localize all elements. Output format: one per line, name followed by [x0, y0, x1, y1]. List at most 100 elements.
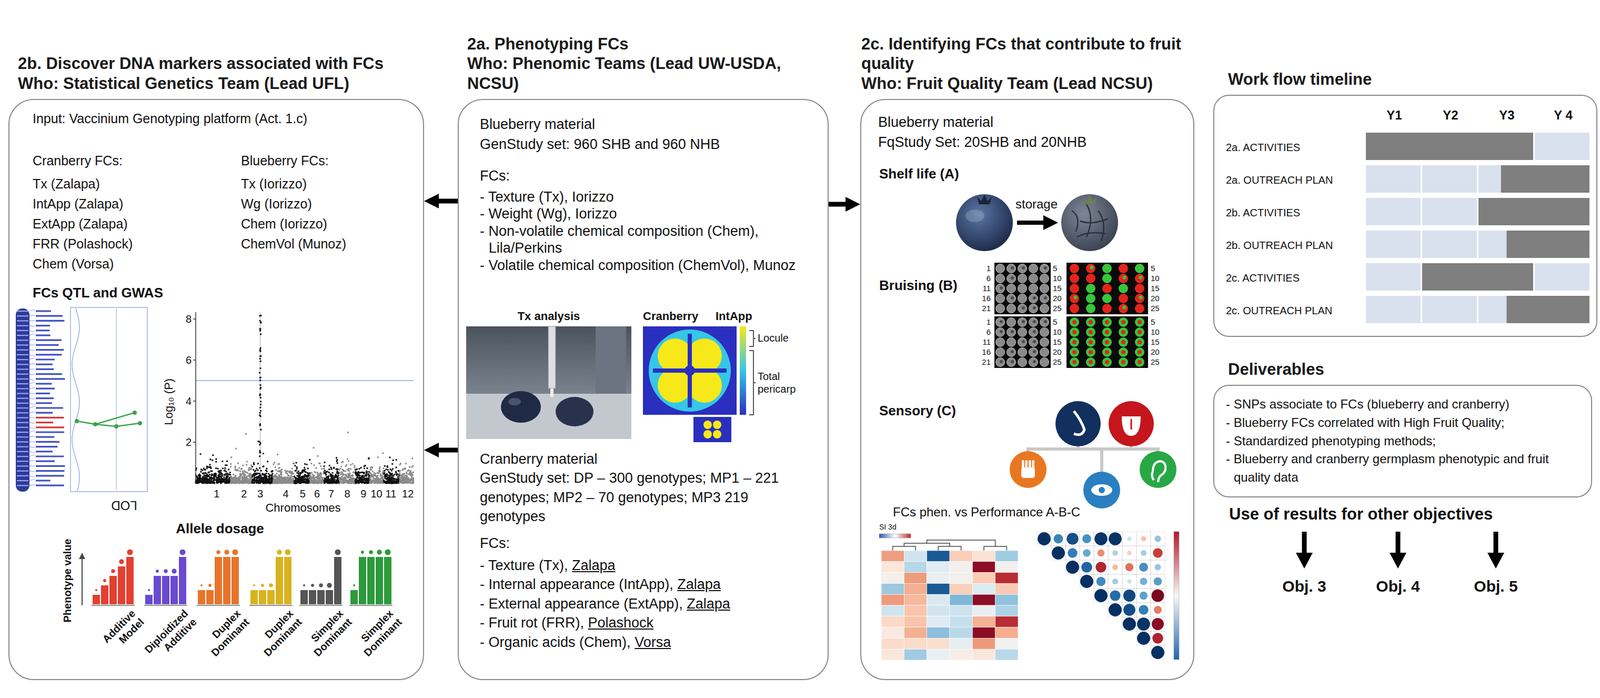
- marker-link: [29, 451, 35, 454]
- snp-point: [254, 473, 256, 476]
- snp-point: [297, 470, 299, 472]
- snp-point: [313, 464, 315, 466]
- chromosome-band: [16, 411, 29, 414]
- snp-point: [213, 474, 215, 477]
- snp-point: [207, 474, 210, 477]
- chromosome-band: [16, 431, 29, 433]
- snp-point: [252, 468, 255, 471]
- snp-point: [319, 465, 322, 467]
- snp-point: [210, 474, 213, 477]
- snp-point: [270, 479, 273, 481]
- snp-point: [287, 474, 290, 477]
- marker-link: [29, 378, 35, 381]
- marker-link: [29, 430, 35, 432]
- snp-point: [292, 472, 295, 475]
- snp-point: [278, 466, 280, 469]
- snp-point: [328, 471, 330, 474]
- snp-point: [239, 479, 241, 481]
- snp-point: [240, 477, 243, 479]
- snp-point: [304, 474, 306, 476]
- snp-point: [276, 453, 279, 456]
- marker-name: [35, 455, 64, 457]
- snp-point: [308, 458, 311, 461]
- snp-point: [206, 465, 208, 468]
- snp-point: [330, 475, 332, 477]
- snp-point: [305, 480, 307, 482]
- marker-name: [35, 392, 50, 395]
- snp-point: [296, 471, 298, 474]
- manhattan-plot: [193, 312, 415, 485]
- snp-point: [260, 469, 263, 471]
- snp-point: [278, 480, 280, 483]
- snp-point: [329, 466, 332, 469]
- snp-point: [209, 469, 212, 472]
- snp-point: [240, 467, 243, 470]
- marker-link: [29, 398, 35, 400]
- snp-point: [245, 433, 247, 435]
- snp-point: [288, 470, 291, 472]
- snp-point: [272, 463, 275, 465]
- snp-point: [280, 468, 283, 470]
- snp-point: [209, 477, 212, 479]
- snp-point: [253, 479, 255, 481]
- marker-name: [35, 484, 65, 487]
- snp-point: [264, 475, 267, 478]
- snp-point: [224, 467, 226, 469]
- snp-point: [295, 481, 298, 484]
- snp-point: [208, 463, 211, 466]
- snp-point: [226, 475, 228, 477]
- snp-point: [272, 481, 275, 484]
- marker-name: [35, 373, 63, 375]
- snp-point: [230, 479, 233, 482]
- snp-point: [229, 465, 232, 468]
- snp-point: [226, 460, 228, 462]
- marker-link: [29, 333, 35, 336]
- snp-point: [301, 470, 304, 473]
- marker-link: [29, 403, 35, 405]
- snp-point: [324, 471, 326, 474]
- marker-link: [29, 454, 35, 457]
- snp-point: [295, 477, 298, 479]
- snp-point: [316, 481, 318, 484]
- lod-peak: [95, 412, 135, 425]
- snp-point: [323, 467, 325, 470]
- snp-point: [276, 469, 279, 472]
- snp-point: [215, 457, 217, 460]
- snp-point: [314, 476, 317, 478]
- snp-point: [208, 466, 210, 468]
- snp-point: [265, 470, 268, 472]
- chromosome-band: [16, 470, 29, 472]
- snp-point: [309, 473, 311, 475]
- marker-link: [29, 441, 35, 442]
- snp-point: [214, 472, 216, 475]
- snp-point: [293, 475, 296, 477]
- snp-point: [275, 472, 278, 475]
- snp-point: [220, 472, 223, 475]
- snp-point: [215, 478, 217, 481]
- snp-point: [274, 481, 277, 483]
- snp-point: [303, 478, 306, 480]
- snp-point: [203, 471, 205, 474]
- snp-point: [323, 465, 325, 467]
- snp-point: [287, 481, 290, 483]
- snp-point: [335, 481, 338, 483]
- marker-name: [35, 377, 66, 380]
- snp-point: [319, 471, 321, 474]
- marker-name: [35, 319, 65, 322]
- snp-point: [307, 472, 309, 475]
- chromosome-band: [16, 329, 29, 331]
- marker-link: [29, 374, 35, 376]
- snp-point: [229, 463, 232, 465]
- snp-point: [246, 460, 248, 462]
- snp-point: [318, 462, 320, 465]
- snp-point: [277, 477, 279, 480]
- snp-point: [265, 475, 267, 478]
- chromosome-band: [16, 465, 29, 467]
- marker-name: [35, 397, 54, 399]
- snp-point: [330, 468, 333, 470]
- snp-point: [215, 467, 217, 469]
- snp-point: [269, 481, 271, 484]
- snp-point: [334, 476, 337, 478]
- snp-point: [324, 469, 326, 471]
- snp-point: [316, 455, 319, 457]
